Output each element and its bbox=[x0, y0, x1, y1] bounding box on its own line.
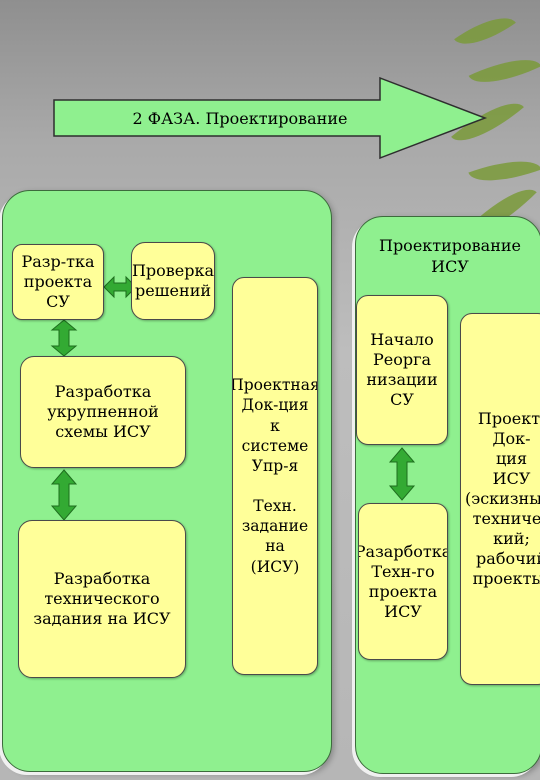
nachalo-reorganizacii-box: Начало Реорга низации СУ bbox=[356, 295, 448, 445]
razrabotka-proekta-box: Разр-тка проекта СУ bbox=[12, 244, 104, 320]
tekh-zadanie-box: Разработка технического задания на ИСУ bbox=[18, 520, 186, 678]
tekh-proekt-box: Разарботка Техн-го проекта ИСУ bbox=[358, 503, 448, 660]
double-arrow-vertical-2 bbox=[50, 469, 78, 521]
proektnaya-dokumentaciya-box: Проектная Док-ция к системе Упр-я Техн. … bbox=[232, 277, 318, 675]
ukrupnennaya-schema-box: Разработка укрупненной схемы ИСУ bbox=[20, 356, 186, 468]
proverka-resheniy-box: Проверка решений bbox=[131, 242, 215, 320]
phase-arrow bbox=[53, 76, 488, 160]
right-panel-title: Проектирование ИСУ bbox=[378, 236, 522, 276]
phase-title: 2 ФАЗА. Проектирование bbox=[132, 108, 348, 128]
double-arrow-vertical-3 bbox=[388, 447, 416, 501]
double-arrow-vertical-1 bbox=[50, 319, 78, 357]
proekt-dokumentaciya-box: Проект. Док- ция ИСУ (эскизный; техничес… bbox=[460, 313, 540, 685]
